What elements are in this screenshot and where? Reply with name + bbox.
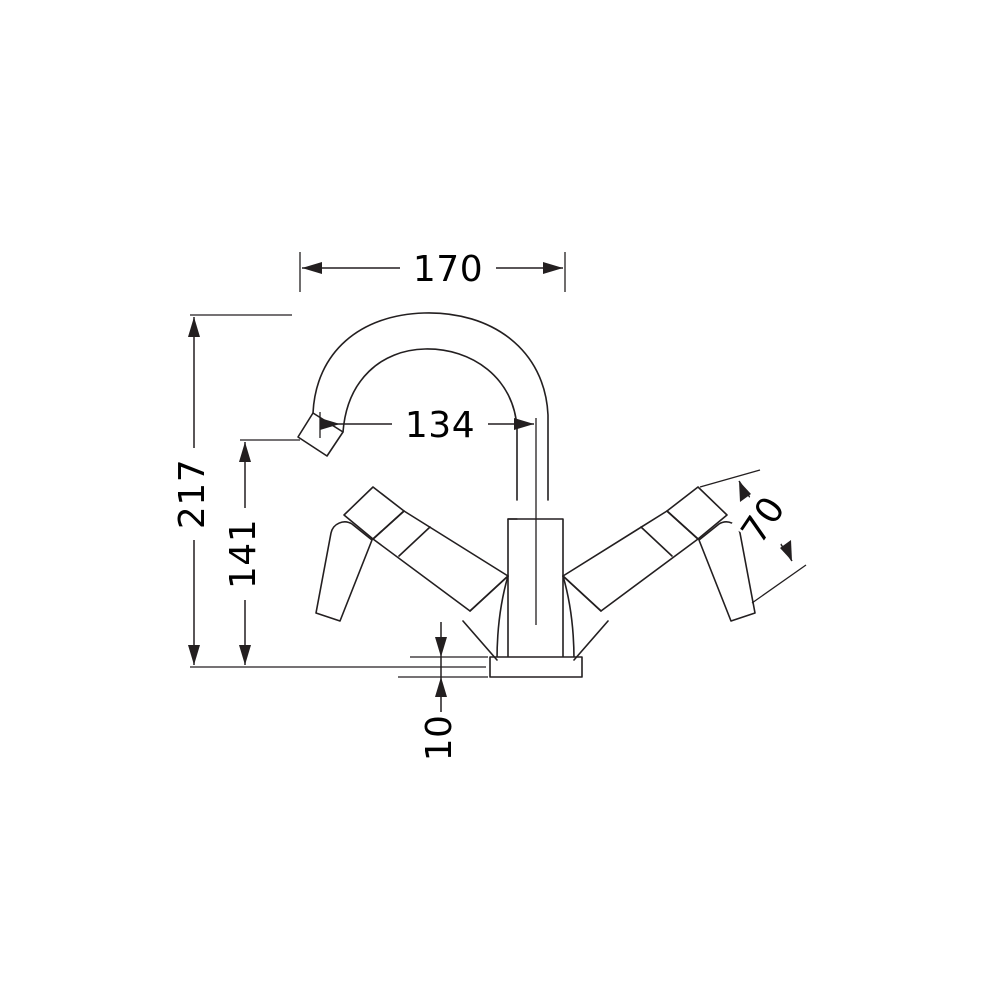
- arrow-10-top: [435, 637, 447, 657]
- base-plate-rect: [489, 656, 583, 678]
- spout-outer-arc: [312, 312, 549, 501]
- arrow-141-bottom: [239, 645, 251, 665]
- handle-left-lever-body: [372, 510, 509, 612]
- dim-label-170: 170: [413, 249, 483, 290]
- ext-line-70-upper: [699, 469, 761, 488]
- dimension-spout-reach: 134: [319, 404, 537, 625]
- handle-right-cap: [666, 486, 728, 540]
- spout-inner-arc: [342, 348, 518, 501]
- tap-product-outline: [297, 312, 756, 678]
- handle-right-lever-body: [562, 510, 699, 612]
- dim-label-141: 141: [223, 519, 264, 589]
- dim-label-134: 134: [405, 405, 475, 446]
- handle-left-collar: [372, 510, 431, 557]
- arrow-134-right: [514, 418, 534, 430]
- handle-left-grip: [315, 521, 373, 622]
- base-plate: [489, 656, 583, 678]
- arrow-217-top: [188, 317, 200, 337]
- flare-left: [496, 575, 509, 661]
- handle-right-collar: [640, 510, 699, 557]
- arrow-70-lower: [780, 540, 792, 561]
- arrow-70-upper: [739, 481, 751, 502]
- flare-right: [562, 575, 575, 661]
- handle-left-neck: [462, 575, 509, 661]
- dim-label-10: 10: [419, 715, 460, 762]
- body-base-flare: [496, 575, 575, 661]
- handle-right-neck: [562, 575, 609, 661]
- arrow-170-left: [302, 262, 322, 274]
- dim-170-text-mask: [400, 248, 496, 288]
- arrow-170-right: [543, 262, 563, 274]
- arrow-217-bottom: [188, 645, 200, 665]
- arrow-10-bottom: [435, 677, 447, 697]
- arrow-134-left: [320, 418, 340, 430]
- dimension-spout-outlet-height: 141: [223, 439, 300, 665]
- spout-gooseneck: [312, 312, 549, 501]
- dim-70-text-mask: [730, 487, 800, 555]
- handle-left-cap: [343, 486, 405, 540]
- arrow-141-top: [239, 442, 251, 462]
- dimension-overall-width: 170: [299, 248, 566, 292]
- handle-right: [562, 486, 756, 661]
- dim-217-text-mask: [174, 448, 214, 540]
- dimension-overall-height: 217: [172, 314, 486, 668]
- ext-line-70-lower: [751, 564, 807, 604]
- dim-label-217: 217: [172, 459, 213, 529]
- dim-134-text-mask: [392, 404, 488, 444]
- handle-left: [315, 486, 509, 661]
- dim-141-text-mask: [225, 508, 265, 600]
- dimension-base-thickness: 10: [398, 622, 488, 761]
